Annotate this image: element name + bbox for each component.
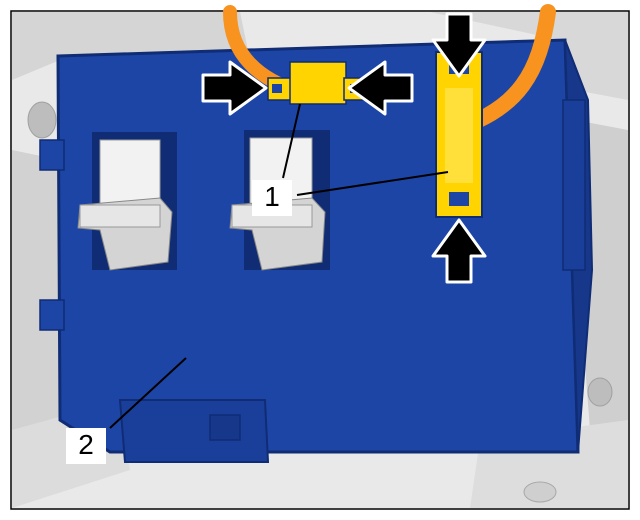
callout-2: 2 [66, 428, 106, 464]
arrow-bottom-pointing-up [431, 218, 487, 284]
arrow-top-pointing-down [431, 12, 487, 78]
socket-left [77, 132, 177, 271]
leader-lines [109, 103, 449, 429]
callout-2-number: 2 [78, 429, 94, 460]
arrow-left-pointing-right [201, 60, 268, 116]
connector-right [435, 51, 483, 218]
arrow-right-pointing-left [347, 60, 414, 116]
callout-1-number: 1 [264, 181, 280, 212]
callout-1: 1 [252, 180, 292, 216]
